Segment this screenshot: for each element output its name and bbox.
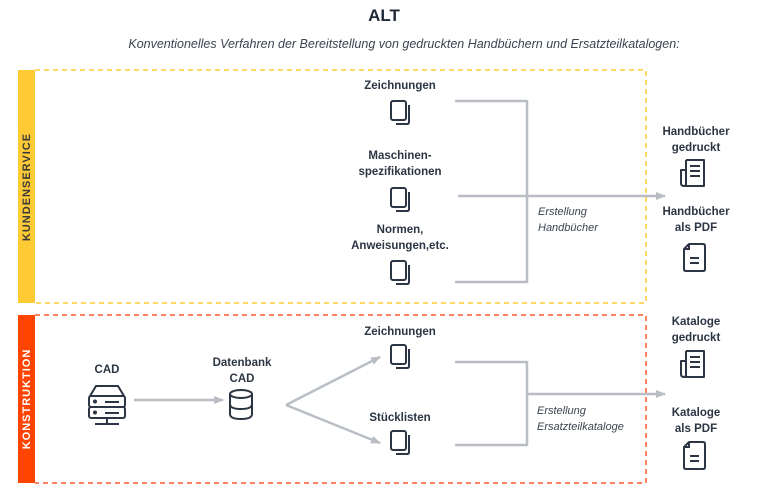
source-label-cad: CAD: [94, 364, 120, 376]
process-label-handbuecher: Erstellung Handbücher: [538, 204, 598, 236]
label-line: Erstellung: [538, 206, 587, 218]
output-label-handbuecher-pdf: Handbücher als PDF: [650, 204, 742, 236]
documents-icon: [390, 187, 410, 212]
label-line: Maschinen-: [368, 150, 432, 162]
input-label-zeichnungen-ko: Zeichnungen: [364, 326, 436, 338]
label-line: Handbücher: [662, 126, 730, 138]
label-line: Ersatzteilkataloge: [537, 421, 624, 433]
newspaper-icon: [680, 350, 705, 378]
documents-icon: [390, 100, 410, 125]
arrow-db-to-stuecklisten: [285, 403, 381, 445]
diagram-title: ALT: [368, 6, 400, 25]
input-label-maschinenspezifikationen: Maschinen- spezifikationen: [330, 148, 470, 180]
label-line: spezifikationen: [358, 166, 442, 178]
input-label-normen: Normen, Anweisungen,etc.: [330, 222, 470, 254]
input-label-stuecklisten: Stücklisten: [369, 412, 431, 424]
documents-icon: [390, 430, 410, 455]
kundenservice-band: KUNDENSERVICE: [18, 70, 35, 303]
database-icon: [229, 389, 253, 421]
kundenservice-frame: [35, 69, 647, 304]
output-label-kataloge-pdf: Kataloge als PDF: [650, 405, 742, 437]
konstruktion-frame: [35, 314, 647, 484]
server-icon: [88, 385, 126, 425]
pdf-file-icon: [683, 441, 706, 470]
arrow-db-to-zeichnungen: [285, 355, 381, 407]
label-line: als PDF: [674, 423, 718, 435]
documents-icon: [390, 344, 410, 369]
label-line: Erstellung: [537, 405, 586, 417]
output-label-kataloge-gedruckt: Kataloge gedruckt: [650, 314, 742, 346]
label-line: als PDF: [674, 222, 718, 234]
diagram-subtitle: Konventionelles Verfahren der Bereitstel…: [128, 37, 680, 51]
output-label-handbuecher-gedruckt: Handbücher gedruckt: [650, 124, 742, 156]
label-line: gedruckt: [671, 142, 721, 154]
database-label: Datenbank CAD: [200, 355, 284, 387]
input-label-zeichnungen: Zeichnungen: [364, 80, 436, 92]
label-line: Handbücher: [662, 206, 730, 218]
documents-icon: [390, 260, 410, 285]
label-line: gedruckt: [671, 332, 721, 344]
konstruktion-band: KONSTRUKTION: [18, 315, 35, 483]
label-line: CAD: [229, 373, 255, 385]
label-line: Normen,: [376, 224, 424, 236]
pdf-file-icon: [683, 243, 706, 272]
newspaper-icon: [680, 159, 705, 187]
label-line: Handbücher: [538, 222, 598, 234]
label-line: Kataloge: [671, 407, 721, 419]
process-label-kataloge: Erstellung Ersatzteilkataloge: [537, 403, 624, 435]
label-line: Kataloge: [671, 316, 721, 328]
label-line: Datenbank: [212, 357, 272, 369]
label-line: Anweisungen,etc.: [351, 240, 449, 252]
